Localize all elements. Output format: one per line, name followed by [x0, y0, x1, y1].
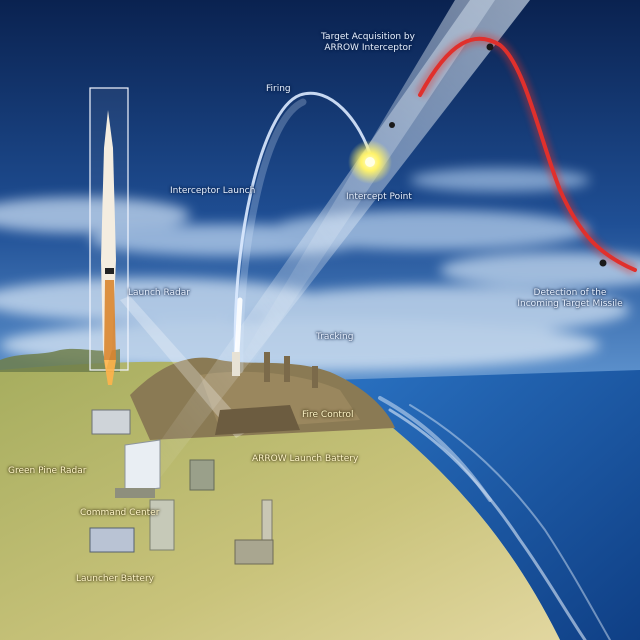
label-target-acquisition: Target Acquisition by ARROW Interceptor [321, 32, 415, 53]
target-trajectory [389, 32, 638, 276]
label-interceptor-launch: Interceptor Launch [170, 186, 256, 196]
battery-installations [215, 352, 318, 435]
land [0, 361, 560, 640]
label-command-center: Command Center [80, 508, 160, 518]
sea [330, 370, 640, 640]
label-launcher-battery: Launcher Battery [76, 574, 154, 584]
label-battery-site: ARROW Launch Battery [252, 454, 359, 464]
label-detection-of-target: Detection of the Incoming Target Missile [517, 288, 623, 309]
label-fire-control: Fire Control [302, 410, 354, 420]
label-firing-top: Firing [266, 84, 291, 94]
label-launch-radar: Launch Radar [128, 288, 190, 298]
label-green-pine-radar: Green Pine Radar [8, 466, 87, 476]
label-tracking: Tracking [316, 332, 354, 342]
launch-rocket-frame [89, 87, 129, 385]
ground-vehicles [89, 409, 274, 565]
label-intercept-point: Intercept Point [346, 192, 412, 202]
target-missile [389, 43, 607, 267]
surf [378, 396, 611, 640]
intercept-flash [348, 140, 392, 184]
